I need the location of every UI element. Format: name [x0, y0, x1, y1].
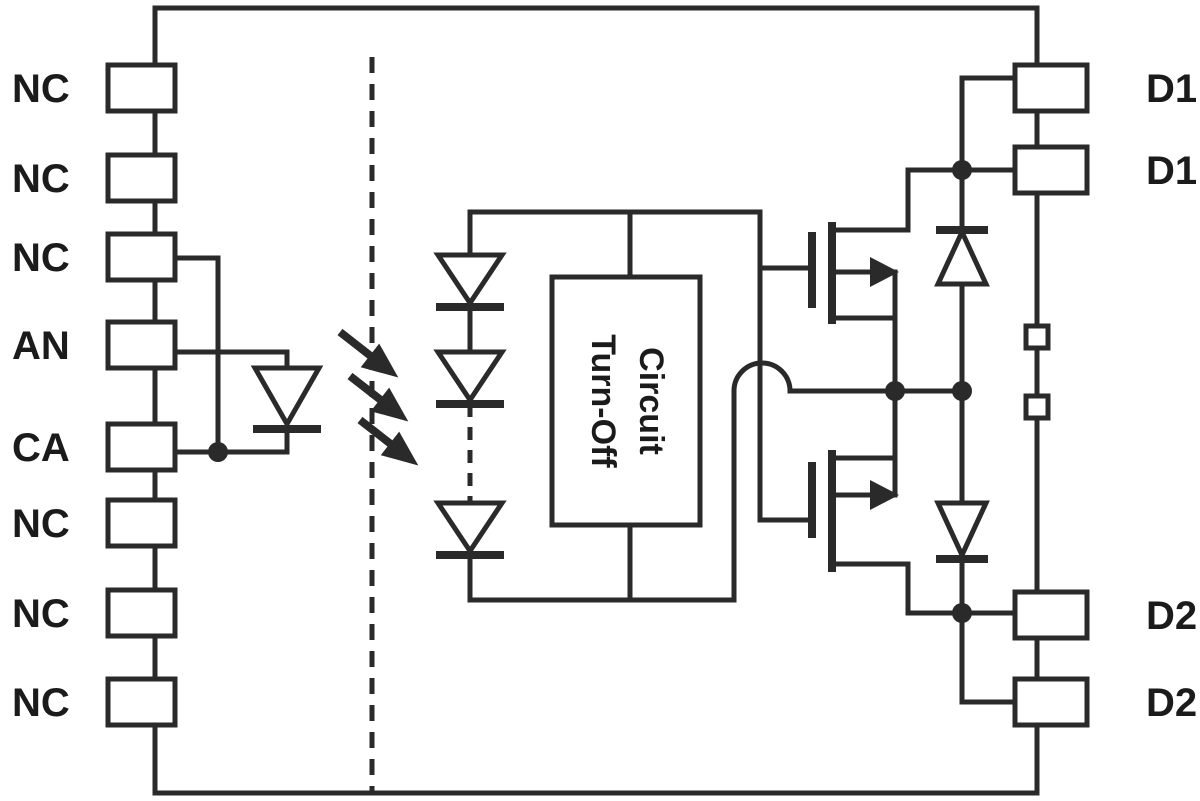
junction-dot [885, 381, 905, 401]
pin-left-8: NC [12, 676, 178, 728]
pin-box [105, 62, 178, 114]
pin-label-an: AN [12, 324, 70, 368]
pin-box [105, 319, 178, 371]
mosfet-bottom [808, 388, 911, 616]
turn-off-circuit: Turn-Off Circuit [549, 209, 703, 603]
pin-left-4: AN [12, 319, 178, 371]
d2-branch-wire [959, 610, 1018, 705]
output-nets [885, 75, 1018, 705]
pin-box [105, 152, 178, 204]
pin-right-3: D2 [1012, 589, 1197, 641]
mosfet-top-drain-lead [829, 167, 911, 233]
pin-right-4: D2 [1012, 676, 1197, 728]
pin-box [105, 421, 178, 473]
photodiode-2-symbol [433, 349, 507, 405]
small-pad-1 [1023, 323, 1051, 351]
mosfet-top [808, 167, 911, 394]
junction-dot [952, 603, 972, 623]
light-emission-arrows-icon [337, 328, 419, 466]
mosfet-bottom-body-arrow-icon [870, 480, 899, 510]
mosfet-top-body-arrow-icon [870, 257, 899, 287]
pin-right-2: D1 [1012, 144, 1197, 196]
pin-label-nc: NC [12, 157, 70, 201]
body-diode-bottom [934, 388, 990, 616]
pins-left: NC NC NC AN CA NC NC NC [12, 62, 178, 728]
pin-label-d1: D1 [1146, 149, 1197, 193]
pin-box [1012, 62, 1090, 114]
pin-label-nc: NC [12, 67, 70, 111]
pin-left-7: NC [12, 587, 178, 639]
pin-left-1: NC [12, 62, 178, 114]
light-arrow-icon [337, 328, 399, 378]
turn-off-circuit-label-line1: Turn-Off [584, 334, 622, 468]
body-diode-bottom-symbol [934, 500, 990, 561]
pin-box [105, 676, 178, 728]
pin-right-1: D1 [1012, 62, 1197, 114]
pin-label-d1: D1 [1146, 67, 1197, 111]
body-diode-top-symbol [934, 226, 990, 287]
pins-right: D1 D1 D2 D2 [1012, 62, 1197, 728]
junction-dot [952, 381, 972, 401]
pin-box [105, 587, 178, 639]
photodiode-3-symbol [433, 500, 507, 556]
pin-label-d2: D2 [1146, 594, 1197, 638]
pin-box [1012, 676, 1090, 728]
wire-anode [172, 349, 290, 371]
input-led-diode-symbol [250, 365, 324, 430]
small-pad-2 [1023, 393, 1051, 421]
light-arrow-icon [357, 416, 419, 466]
pin-left-6: NC [12, 497, 178, 549]
photodiode-1-symbol [433, 252, 507, 308]
turn-off-circuit-label-line2: Circuit [632, 347, 670, 455]
mosfet-bottom-drain-lead [829, 561, 911, 616]
pin-box [105, 497, 178, 549]
pin-box [1012, 589, 1090, 641]
input-led-circuit [172, 255, 324, 462]
pin-left-3: NC [12, 231, 178, 283]
pin-label-d2: D2 [1146, 681, 1197, 725]
pin-left-2: NC [12, 152, 178, 204]
turn-off-circuit-box [549, 274, 703, 528]
junction-dot [952, 160, 972, 180]
pin-label-nc: NC [12, 236, 70, 280]
pin-box [105, 231, 178, 283]
pin-label-ca: CA [12, 426, 70, 470]
pin-box [1012, 144, 1090, 196]
pin-left-5: CA [12, 421, 178, 473]
d1-branch-wire [959, 75, 1018, 173]
photodiode-stack [433, 209, 507, 603]
body-diode-top [934, 167, 990, 394]
pin-label-nc: NC [12, 502, 70, 546]
pin-label-nc: NC [12, 681, 70, 725]
light-arrow-icon [347, 372, 409, 422]
wire-pin3-to-cathode [172, 255, 221, 455]
source-return-wire [731, 360, 965, 603]
pin-label-nc: NC [12, 592, 70, 636]
junction-dot [208, 442, 228, 462]
